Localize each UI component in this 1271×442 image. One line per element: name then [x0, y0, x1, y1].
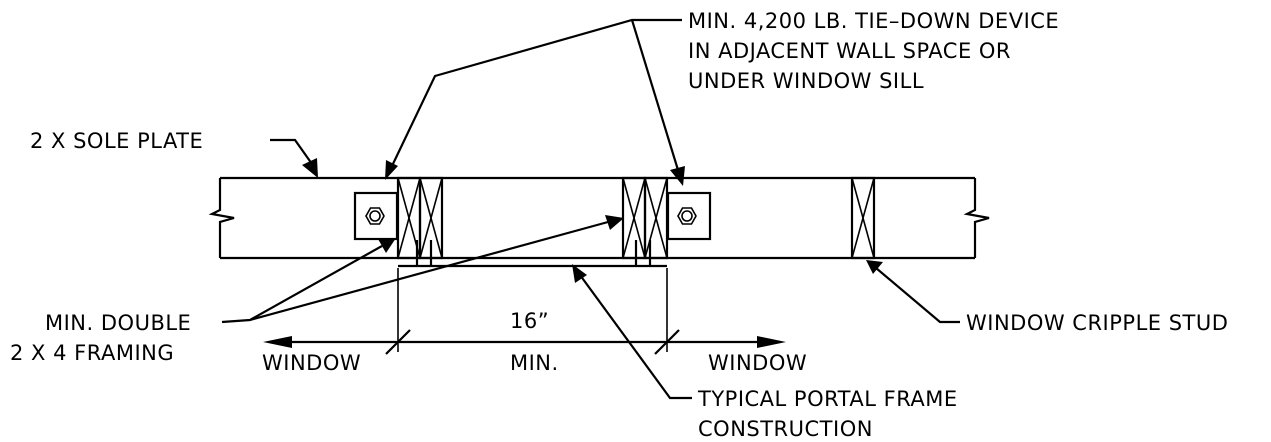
sole-plate	[208, 176, 990, 260]
tie-down-leader-left	[391, 18, 682, 167]
stud-cross-line	[397, 177, 421, 259]
right-break-line	[963, 178, 990, 258]
dimension-value: 16”	[510, 309, 549, 333]
arrowhead-left	[263, 336, 292, 348]
double-framing-label-line2: 2 X 4 FRAMING	[10, 341, 174, 365]
double-framing-leaders	[221, 215, 624, 324]
portal-frame-label-line1: TYPICAL PORTAL FRAME	[697, 387, 958, 411]
tick-right	[654, 329, 680, 355]
arrowhead	[605, 215, 624, 230]
hex-nut-icon	[365, 207, 385, 225]
arrowhead	[385, 160, 398, 180]
cripple-stud-leader	[866, 260, 960, 324]
bolt-icon	[681, 210, 693, 222]
arrowhead	[670, 166, 685, 186]
annotations: MIN. 4,200 LB. TIE–DOWN DEVICE IN ADJACE…	[10, 9, 1228, 441]
sole-plate-label: 2 X SOLE PLATE	[30, 129, 203, 153]
stud-cross-line	[419, 177, 443, 259]
tick-left	[385, 329, 411, 355]
tie-down-label-line3: UNDER WINDOW SILL	[688, 69, 924, 93]
stud-cross-line	[851, 177, 875, 259]
tie-down-device-left	[353, 191, 399, 241]
cripple-stud-leader-line	[875, 267, 960, 324]
double-framing-leader-right	[249, 220, 609, 322]
tie-down-leaders	[385, 18, 685, 186]
bolt-icon	[369, 210, 381, 222]
window-label-right: WINDOW	[708, 351, 807, 375]
left-break-line	[208, 178, 235, 258]
dimension-16-min	[263, 268, 786, 355]
cripple-stud-block	[850, 176, 876, 260]
window-cripple-stud	[850, 176, 876, 260]
portal-frame-label-line2: CONSTRUCTION	[698, 417, 873, 441]
cripple-stud-label: WINDOW CRIPPLE STUD	[966, 311, 1228, 335]
arrowhead	[302, 158, 318, 178]
stud-cross-line	[644, 177, 668, 259]
sole-plate-leader-line	[270, 138, 313, 165]
stud-cross-line	[622, 177, 646, 259]
double-stud-right	[621, 176, 669, 265]
portal-frame-leader	[572, 264, 692, 400]
hex-nut-icon	[677, 207, 697, 225]
portal-frame-leader-line	[579, 274, 692, 400]
arrowhead-right	[757, 336, 786, 348]
arrowhead	[572, 264, 587, 283]
tie-down-bracket-left	[353, 191, 399, 241]
double-stud-left	[396, 176, 444, 265]
tie-down-label-line1: MIN. 4,200 LB. TIE–DOWN DEVICE	[688, 9, 1059, 33]
dimension-min-label: MIN.	[510, 351, 559, 375]
arrowhead	[378, 238, 396, 253]
sole-plate-leader	[270, 138, 318, 178]
arrowhead	[866, 260, 883, 274]
tie-down-leader-right	[630, 19, 680, 171]
window-label-left: WINDOW	[262, 351, 361, 375]
tie-down-bracket-right	[666, 191, 712, 241]
tie-down-device-right	[666, 191, 712, 241]
tie-down-label-line2: IN ADJACENT WALL SPACE OR	[688, 39, 1011, 63]
double-framing-label-line1: MIN. DOUBLE	[45, 311, 191, 335]
